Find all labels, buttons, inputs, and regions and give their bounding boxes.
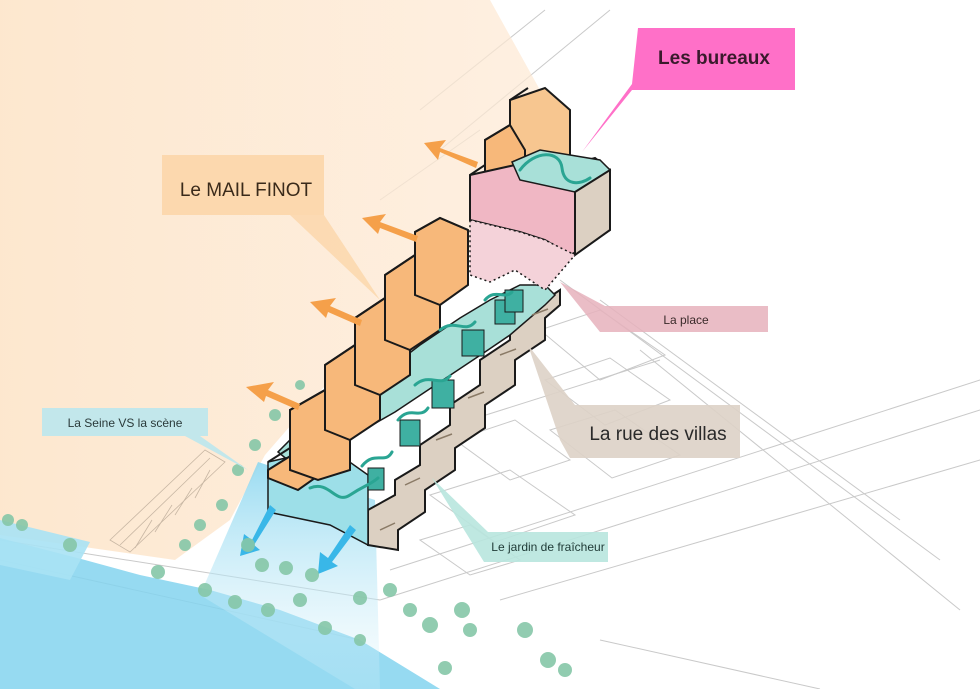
street-pattern [109, 449, 226, 553]
river-bank [0, 520, 90, 580]
garden-flow-arrows [308, 153, 592, 499]
mail-callout: Le MAIL FINOT [162, 155, 380, 300]
place-label: La place [663, 313, 709, 327]
rue-label: La rue des villas [589, 424, 726, 445]
seine-label: La Seine VS la scène [68, 416, 183, 430]
place-callout: La place [560, 282, 768, 332]
jardin-callout: Le jardin de fraîcheur [432, 478, 608, 562]
trees [2, 380, 572, 677]
jardin-label: Le jardin de fraîcheur [491, 540, 604, 554]
mail-label: Le MAIL FINOT [180, 180, 313, 201]
mail-arrows [246, 140, 478, 410]
bureaux-callout: Les bureaux [582, 28, 795, 152]
bureaux-side [574, 168, 611, 257]
rue-arrows [379, 308, 549, 531]
seine-callout: La Seine VS la scène [42, 408, 248, 470]
rue-callout: La rue des villas [528, 345, 740, 458]
la-place-area [469, 219, 577, 291]
bureaux-label: Les bureaux [658, 48, 770, 69]
rue-des-villas-wall [367, 288, 561, 552]
